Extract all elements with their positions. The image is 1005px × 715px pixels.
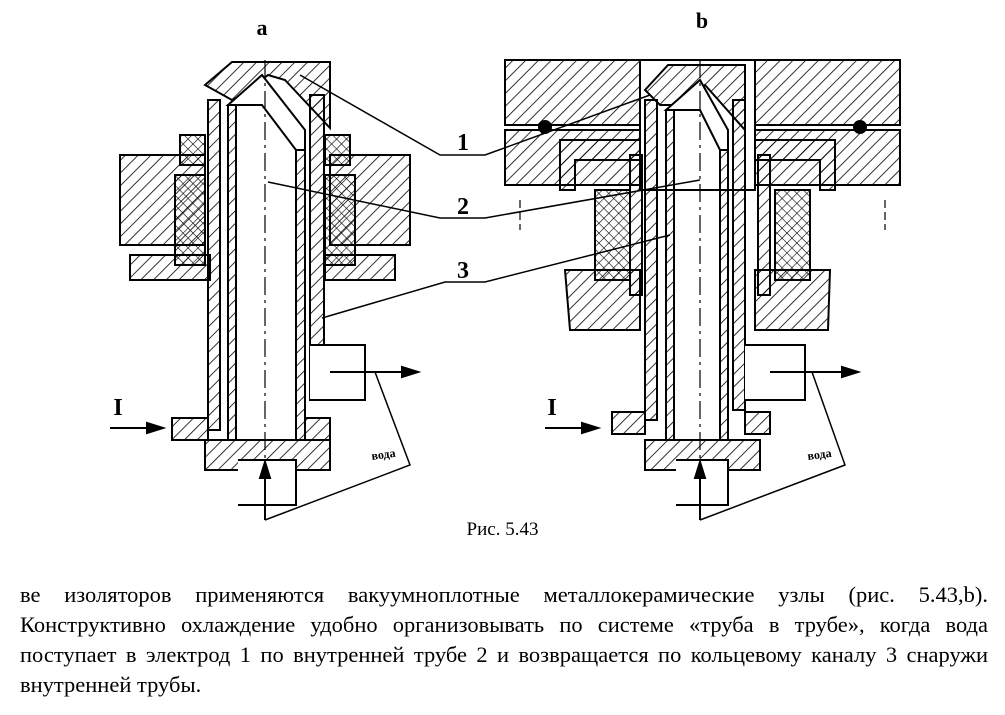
- panel-a-label: a: [257, 15, 268, 40]
- figure-5-43: a b 1 2 3 I I вода вода: [110, 8, 901, 521]
- body-paragraph-block: ве изоляторов применяются вакуумноплотны…: [20, 580, 988, 700]
- figure-caption: Рис. 5.43: [466, 519, 539, 540]
- water-label-b: вода: [806, 446, 832, 463]
- drawing-panel-b: [504, 59, 901, 521]
- callout-1: 1: [457, 130, 469, 156]
- drawing-panel-a: [110, 60, 422, 521]
- current-label-b: I: [547, 395, 556, 421]
- water-label-a: вода: [370, 446, 396, 463]
- callout-3: 3: [457, 258, 469, 284]
- current-label-a: I: [113, 395, 122, 421]
- panel-b-label: b: [696, 8, 708, 33]
- technical-drawing: a b 1 2 3 I I вода вода: [110, 8, 901, 521]
- callout-2: 2: [457, 194, 469, 220]
- body-paragraph: ве изоляторов применяются вакуумноплотны…: [20, 582, 988, 697]
- callout-leaders: [267, 74, 701, 319]
